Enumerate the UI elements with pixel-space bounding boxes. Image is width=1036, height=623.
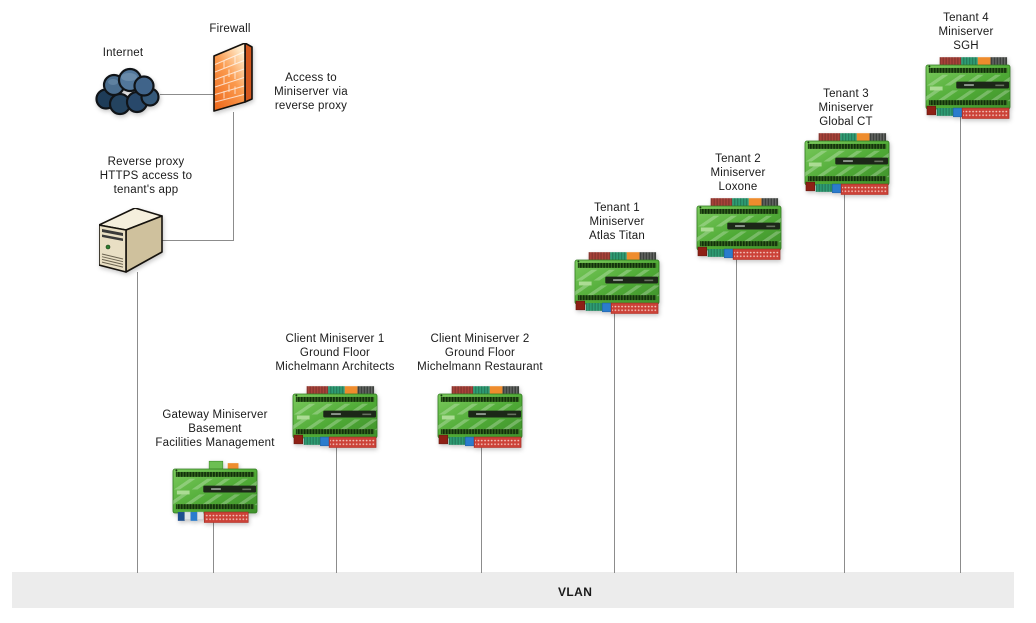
client-miniserver-2-icon — [437, 385, 523, 448]
vlan-label: VLAN — [558, 585, 593, 599]
tenant-3-miniserver-icon — [804, 132, 890, 195]
line-client1-vlan — [336, 442, 337, 573]
tenant-1-label: Tenant 1 Miniserver Atlas Titan — [589, 202, 645, 242]
firewall-icon — [212, 43, 254, 117]
tenant-4-label: Tenant 4 Miniserver SGH — [938, 12, 994, 52]
firewall-label: Firewall — [209, 23, 251, 35]
line-tenant4-vlan — [960, 113, 961, 573]
gateway-miniserver-icon — [172, 460, 258, 523]
line-gateway-vlan — [213, 516, 214, 573]
vlan-bar — [12, 572, 1014, 608]
server-icon — [99, 208, 163, 276]
line-client2-vlan — [481, 442, 482, 573]
tenant-4-miniserver-icon — [925, 56, 1011, 119]
line-tenant3-vlan — [844, 189, 845, 573]
tenant-1-miniserver-icon — [574, 251, 660, 314]
internet-cloud-icon — [92, 63, 164, 119]
line-corner-proxy — [162, 240, 234, 241]
gateway-miniserver-label: Gateway Miniserver Basement Facilities M… — [155, 409, 275, 449]
tenant-3-label: Tenant 3 Miniserver Global CT — [818, 88, 874, 128]
firewall-note: Access to Miniserver via reverse proxy — [274, 72, 348, 112]
line-tenant1-vlan — [614, 308, 615, 573]
client-miniserver-1-icon — [292, 385, 378, 448]
client-miniserver-1-label: Client Miniserver 1 Ground Floor Michelm… — [275, 333, 395, 373]
reverse-proxy-label: Reverse proxy HTTPS access to tenant's a… — [99, 156, 193, 196]
tenant-2-label: Tenant 2 Miniserver Loxone — [710, 153, 766, 193]
line-tenant2-vlan — [736, 254, 737, 573]
client-miniserver-2-label: Client Miniserver 2 Ground Floor Michelm… — [417, 333, 543, 373]
internet-label: Internet — [102, 47, 144, 59]
line-proxy-vlan — [137, 272, 138, 573]
line-firewall-down — [233, 112, 234, 241]
line-internet-firewall — [160, 94, 214, 95]
tenant-2-miniserver-icon — [696, 197, 782, 260]
